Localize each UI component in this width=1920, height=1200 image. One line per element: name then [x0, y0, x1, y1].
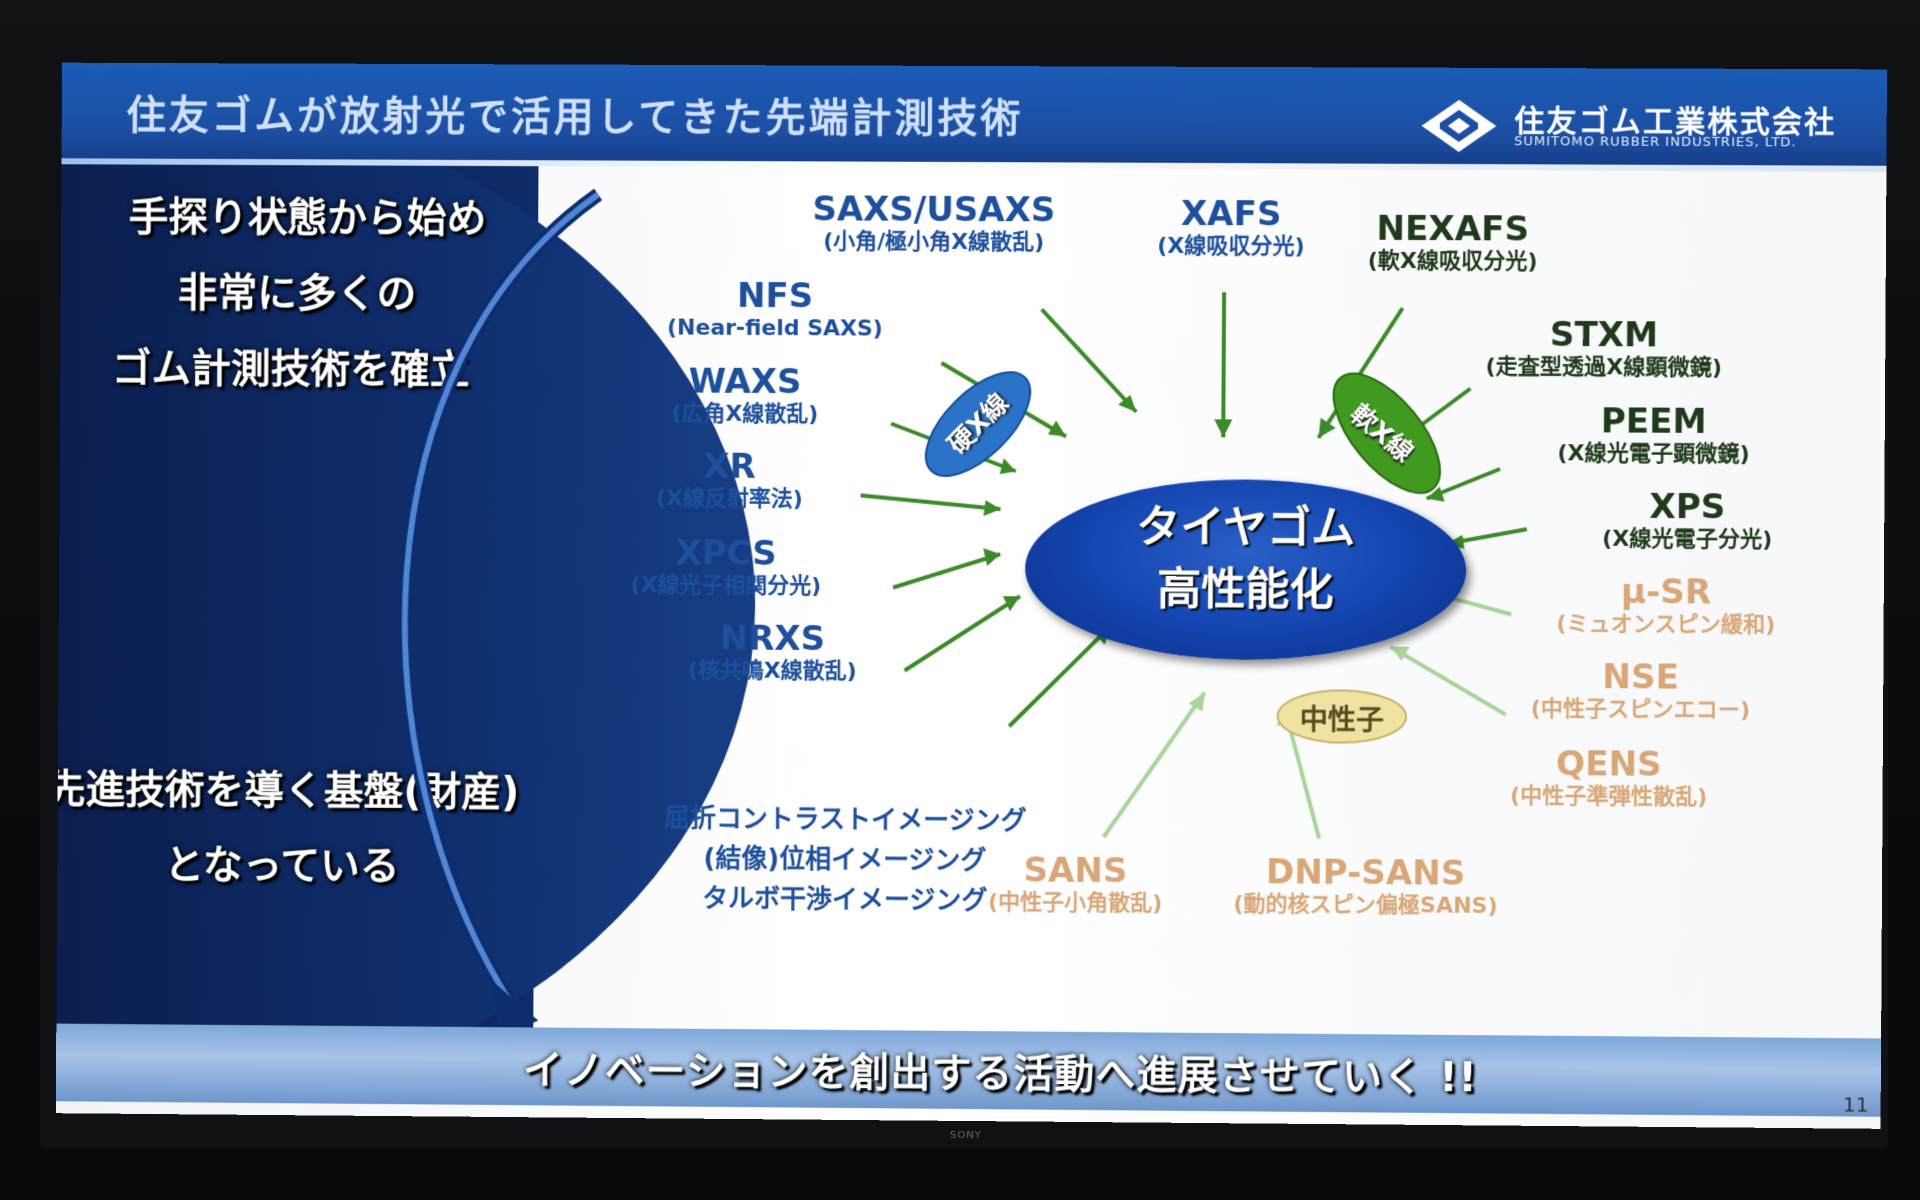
imaging-line-2: (結像)位相イメージング — [664, 839, 1027, 882]
technique-subtitle: (中性子準弾性散乱) — [1510, 783, 1707, 812]
technique-stxm: STXM (走査型透過X線顕微鏡) — [1485, 315, 1722, 382]
imaging-line-1: 屈折コントラストイメージング — [664, 799, 1027, 842]
technique-xr: XR (X線反射率法) — [656, 447, 803, 514]
technique-saxs: SAXS/USAXS (小角/極小角X線散乱) — [812, 190, 1055, 257]
technique-nse: NSE (中性子スピンエコー) — [1531, 658, 1751, 726]
technique-title: NEXAFS — [1368, 210, 1538, 249]
technique-title: NRXS — [688, 619, 857, 658]
technique-title: μ-SR — [1556, 573, 1775, 612]
imaging-techniques: 屈折コントラストイメージング (結像)位相イメージング タルボ干渉イメージング — [663, 799, 1026, 922]
arrow-xr — [861, 495, 1001, 509]
arrow-nrxs — [905, 596, 1020, 672]
technique-nexafs: NEXAFS (軟X線吸収分光) — [1368, 210, 1538, 277]
technique-title: QENS — [1510, 745, 1708, 784]
technique-subtitle: (ミュオンスピン緩和) — [1556, 611, 1775, 640]
technique-subtitle: (中性子スピンエコー) — [1531, 696, 1751, 726]
imaging-line-3: タルボ干渉イメージング — [663, 879, 1026, 922]
arrow-imaging — [1009, 626, 1110, 727]
technique-xpcs: XPCS (X線光子相関分光) — [631, 534, 822, 601]
technique-title: PEEM — [1558, 402, 1751, 441]
tv-brand-logo: SONY — [950, 1130, 982, 1141]
technique-dnp-sans: DNP-SANS (動的核スピン偏極SANS) — [1233, 853, 1498, 921]
page-number: 11 — [1843, 1092, 1869, 1116]
technique-subtitle: (動的核スピン偏極SANS) — [1233, 891, 1497, 921]
arrow-xafs — [1223, 292, 1224, 437]
technique-subtitle: (X線吸収分光) — [1157, 233, 1305, 262]
technique-musr: μ-SR (ミュオンスピン緩和) — [1556, 573, 1775, 641]
arrow-nse — [1390, 647, 1506, 715]
technique-title: SAXS/USAXS — [812, 190, 1055, 229]
progress-curved-arrow — [402, 194, 598, 1008]
technique-nfs: NFS (Near-field SAXS) — [667, 277, 883, 344]
neutron-label: 中性子 — [1300, 698, 1385, 739]
technique-title: STXM — [1486, 315, 1723, 354]
technique-qens: QENS (中性子準弾性散乱) — [1510, 745, 1708, 813]
technique-title: NFS — [667, 277, 883, 316]
center-text: タイヤゴム 高性能化 — [1025, 496, 1467, 623]
technique-subtitle: (X線光電子分光) — [1602, 526, 1772, 555]
technique-peem: PEEM (X線光電子顕微鏡) — [1557, 402, 1750, 469]
presentation-slide: 住友ゴムが放射光で活用してきた先端計測技術 住友ゴム工業株式会社 SUMITOM… — [56, 63, 1887, 1129]
arrow-sans — [1104, 692, 1205, 838]
technique-xps: XPS (X線光電子分光) — [1602, 488, 1773, 555]
center-line-1: タイヤゴム — [1025, 496, 1466, 561]
technique-subtitle: (X線光子相関分光) — [631, 572, 822, 601]
technique-title: XPS — [1602, 488, 1772, 527]
technique-subtitle: (X線光電子顕微鏡) — [1557, 440, 1749, 469]
technique-title: WAXS — [672, 363, 819, 402]
technique-subtitle: (X線反射率法) — [656, 485, 803, 514]
center-line-2: 高性能化 — [1025, 558, 1466, 623]
technique-title: XPCS — [631, 534, 822, 573]
technique-waxs: WAXS (広角X線散乱) — [671, 363, 818, 430]
technique-subtitle: (走査型透過X線顕微鏡) — [1485, 354, 1722, 383]
technique-nrxs: NRXS (核共鳴X線散乱) — [688, 619, 857, 686]
technique-xafs: XAFS (X線吸収分光) — [1157, 195, 1305, 262]
technique-subtitle: (広角X線散乱) — [671, 400, 818, 429]
technique-title: XR — [656, 447, 803, 486]
arrow-saxs — [1041, 309, 1137, 412]
technique-title: DNP-SANS — [1233, 853, 1497, 893]
technique-title: XAFS — [1157, 195, 1305, 234]
arrow-xpcs — [893, 554, 1000, 589]
technique-subtitle: (軟X線吸収分光) — [1368, 248, 1538, 277]
technique-subtitle: (Near-field SAXS) — [667, 315, 883, 344]
technique-subtitle: (小角/極小角X線散乱) — [812, 228, 1055, 257]
technique-subtitle: (核共鳴X線散乱) — [688, 657, 857, 686]
bottom-message: イノベーションを創出する活動へ進展させていく !! — [523, 1037, 1478, 1103]
technique-title: NSE — [1531, 658, 1751, 698]
